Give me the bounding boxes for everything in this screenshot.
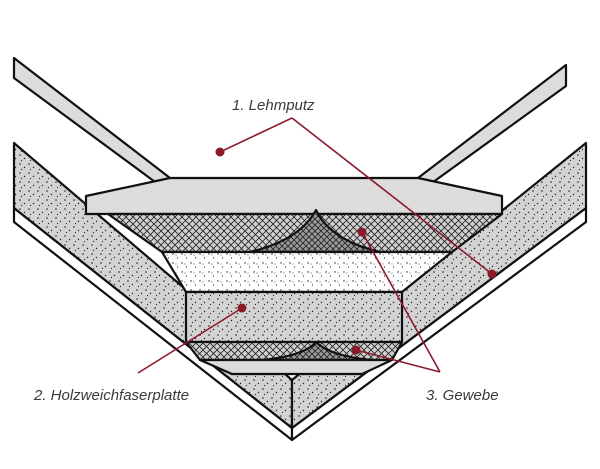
plaster-strip-right bbox=[416, 63, 568, 195]
leader-gewebe-1 bbox=[361, 231, 441, 373]
fibre-core bbox=[160, 250, 454, 294]
label-gewebe: 3. Gewebe bbox=[426, 387, 499, 404]
leader-lehmputz-2 bbox=[291, 117, 493, 275]
leader-dot-gewebe-top bbox=[357, 227, 367, 237]
leader-dot-lehmputz-strip bbox=[487, 269, 497, 279]
plaster-layer-bottom bbox=[198, 358, 394, 376]
leader-lines bbox=[137, 117, 493, 374]
label-lehmputz: 1. Lehmputz bbox=[232, 97, 315, 114]
leader-lehmputz-1 bbox=[219, 117, 293, 153]
mesh-fold-top bbox=[248, 208, 382, 254]
leader-holzweichfaser bbox=[137, 307, 243, 374]
leader-dot-holzweichfaser bbox=[237, 303, 247, 313]
mesh-fold-bottom bbox=[260, 340, 374, 362]
leader-gewebe-2 bbox=[355, 349, 441, 373]
leader-dot-lehmputz-slab bbox=[215, 147, 225, 157]
plaster-slab-top bbox=[84, 176, 504, 216]
label-holzweichfaserplatte: 2. Holzweichfaserplatte bbox=[33, 387, 189, 404]
leader-dot-gewebe-bottom bbox=[351, 345, 361, 355]
fibre-board bbox=[184, 290, 404, 344]
